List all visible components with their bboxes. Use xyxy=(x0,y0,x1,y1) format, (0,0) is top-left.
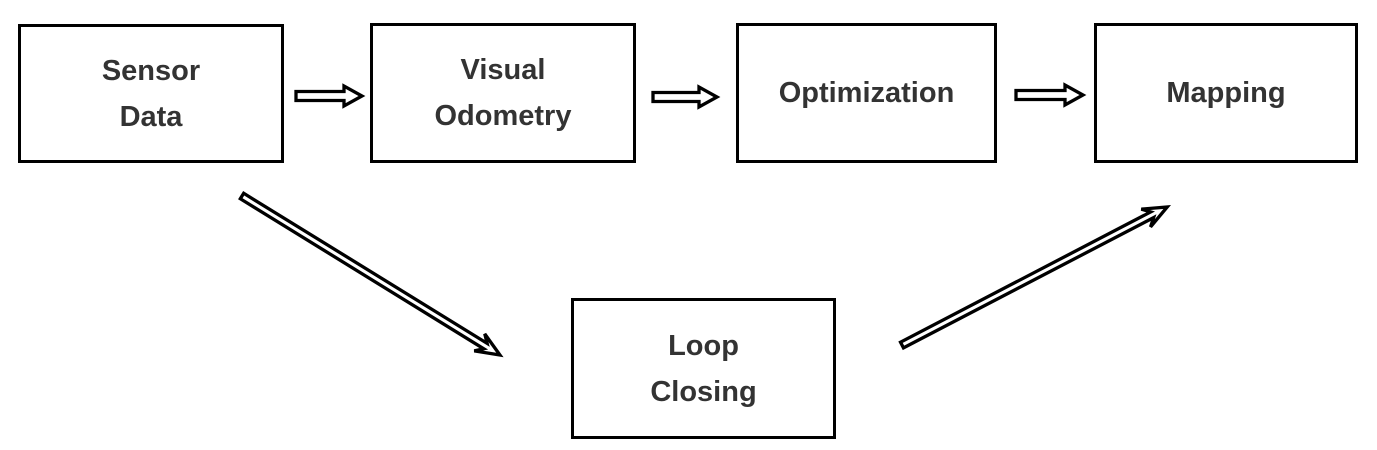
node-sensor-data: Sensor Data xyxy=(18,24,284,163)
node-sensor-data-label-line1: Sensor xyxy=(101,54,201,87)
node-loop-closing-label-line2: Closing xyxy=(650,375,757,408)
node-mapping: Mapping xyxy=(1094,23,1358,163)
node-mapping-label: Mapping xyxy=(1166,77,1286,109)
node-sensor-data-label-line2: Data xyxy=(119,100,183,133)
arrow-sensor-data-to-loop-closing-icon xyxy=(238,191,504,358)
node-visual-odometry-label-line1: Visual xyxy=(460,54,546,86)
arrow-loop-closing-to-mapping-icon xyxy=(898,204,1172,351)
node-visual-odometry: Visual Odometry xyxy=(370,23,636,163)
node-visual-odometry-label-line2: Odometry xyxy=(434,100,572,132)
node-loop-closing: Loop Closing xyxy=(571,298,836,439)
node-optimization-label: Optimization xyxy=(778,77,955,109)
arrow-optimization-to-mapping-icon xyxy=(1014,82,1087,108)
node-loop-closing-label-line1: Loop xyxy=(668,329,739,362)
arrow-visual-odometry-to-optimization-icon xyxy=(651,84,721,110)
arrow-sensor-data-to-visual-odometry-icon xyxy=(294,83,366,109)
node-optimization: Optimization xyxy=(736,23,997,163)
